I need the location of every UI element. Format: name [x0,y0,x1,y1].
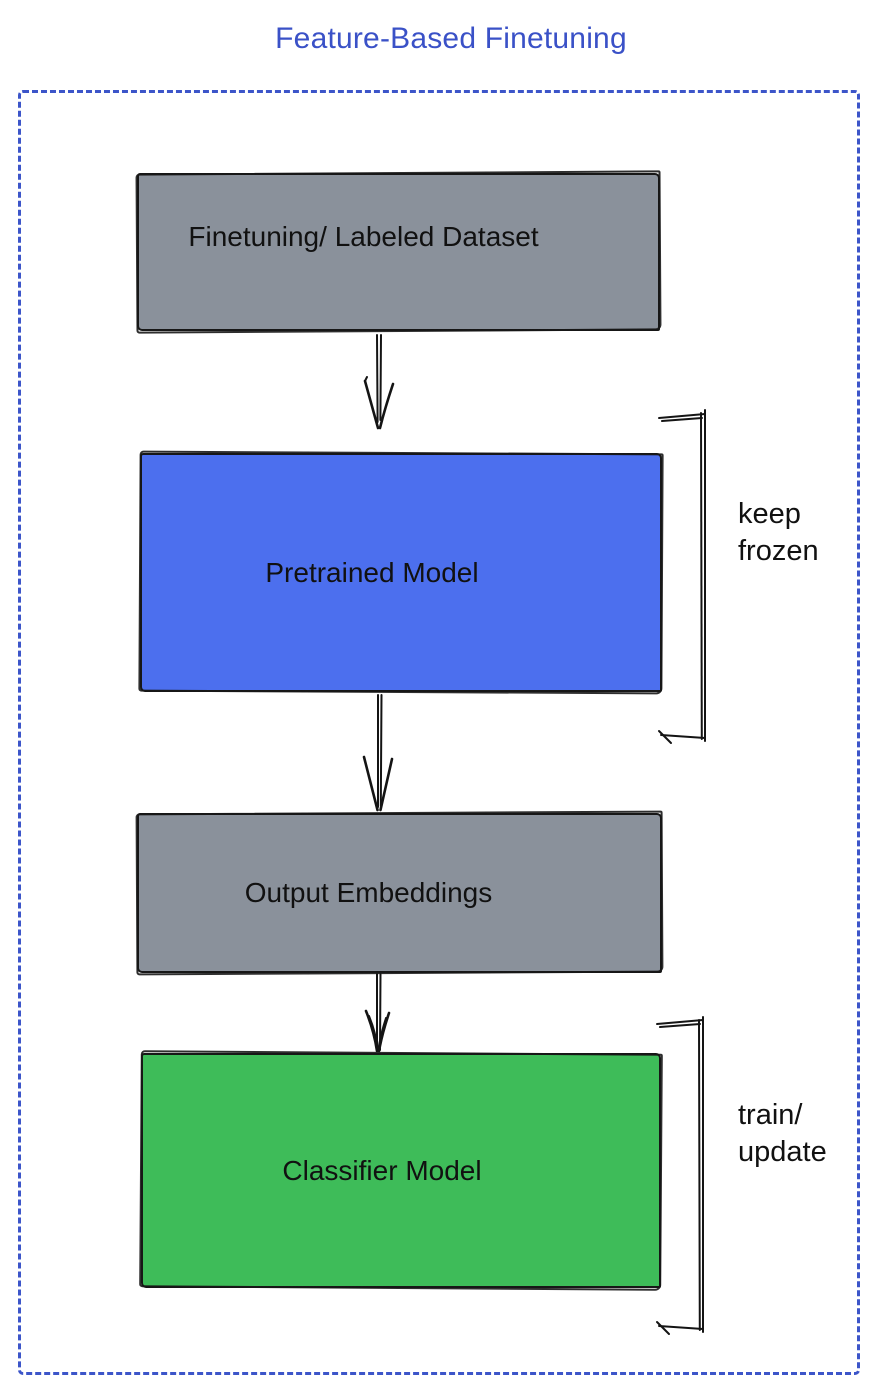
node-label: Pretrained Model [265,556,479,588]
train-update-label: train/ update [738,1097,827,1171]
keep-frozen-label: keep frozen [738,496,819,570]
keep-frozen-line2: frozen [738,535,819,567]
node-output-embeddings: Output Embeddings [137,813,662,973]
node-finetuning-labeled-dataset: Finetuning/ Labeled Dataset [137,173,660,331]
train-update-line2: update [738,1136,827,1168]
keep-frozen-line1: keep [738,498,801,530]
arrow-down-icon [363,334,395,430]
train-update-bracket-icon [656,1016,704,1335]
keep-frozen-bracket-icon [658,409,706,744]
node-label: Classifier Model [282,1154,482,1186]
dashed-border-frame [18,90,860,1375]
diagram-title: Feature-Based Finetuning [275,22,627,55]
node-label: Finetuning/ Labeled Dataset [188,221,539,252]
node-pretrained-model: Pretrained Model [140,453,662,692]
node-classifier-model: Classifier Model [141,1053,661,1288]
node-label: Output Embeddings [244,877,493,908]
arrow-down-icon [364,973,391,1053]
arrow-down-icon [362,694,394,812]
train-update-line1: train/ [738,1099,803,1131]
